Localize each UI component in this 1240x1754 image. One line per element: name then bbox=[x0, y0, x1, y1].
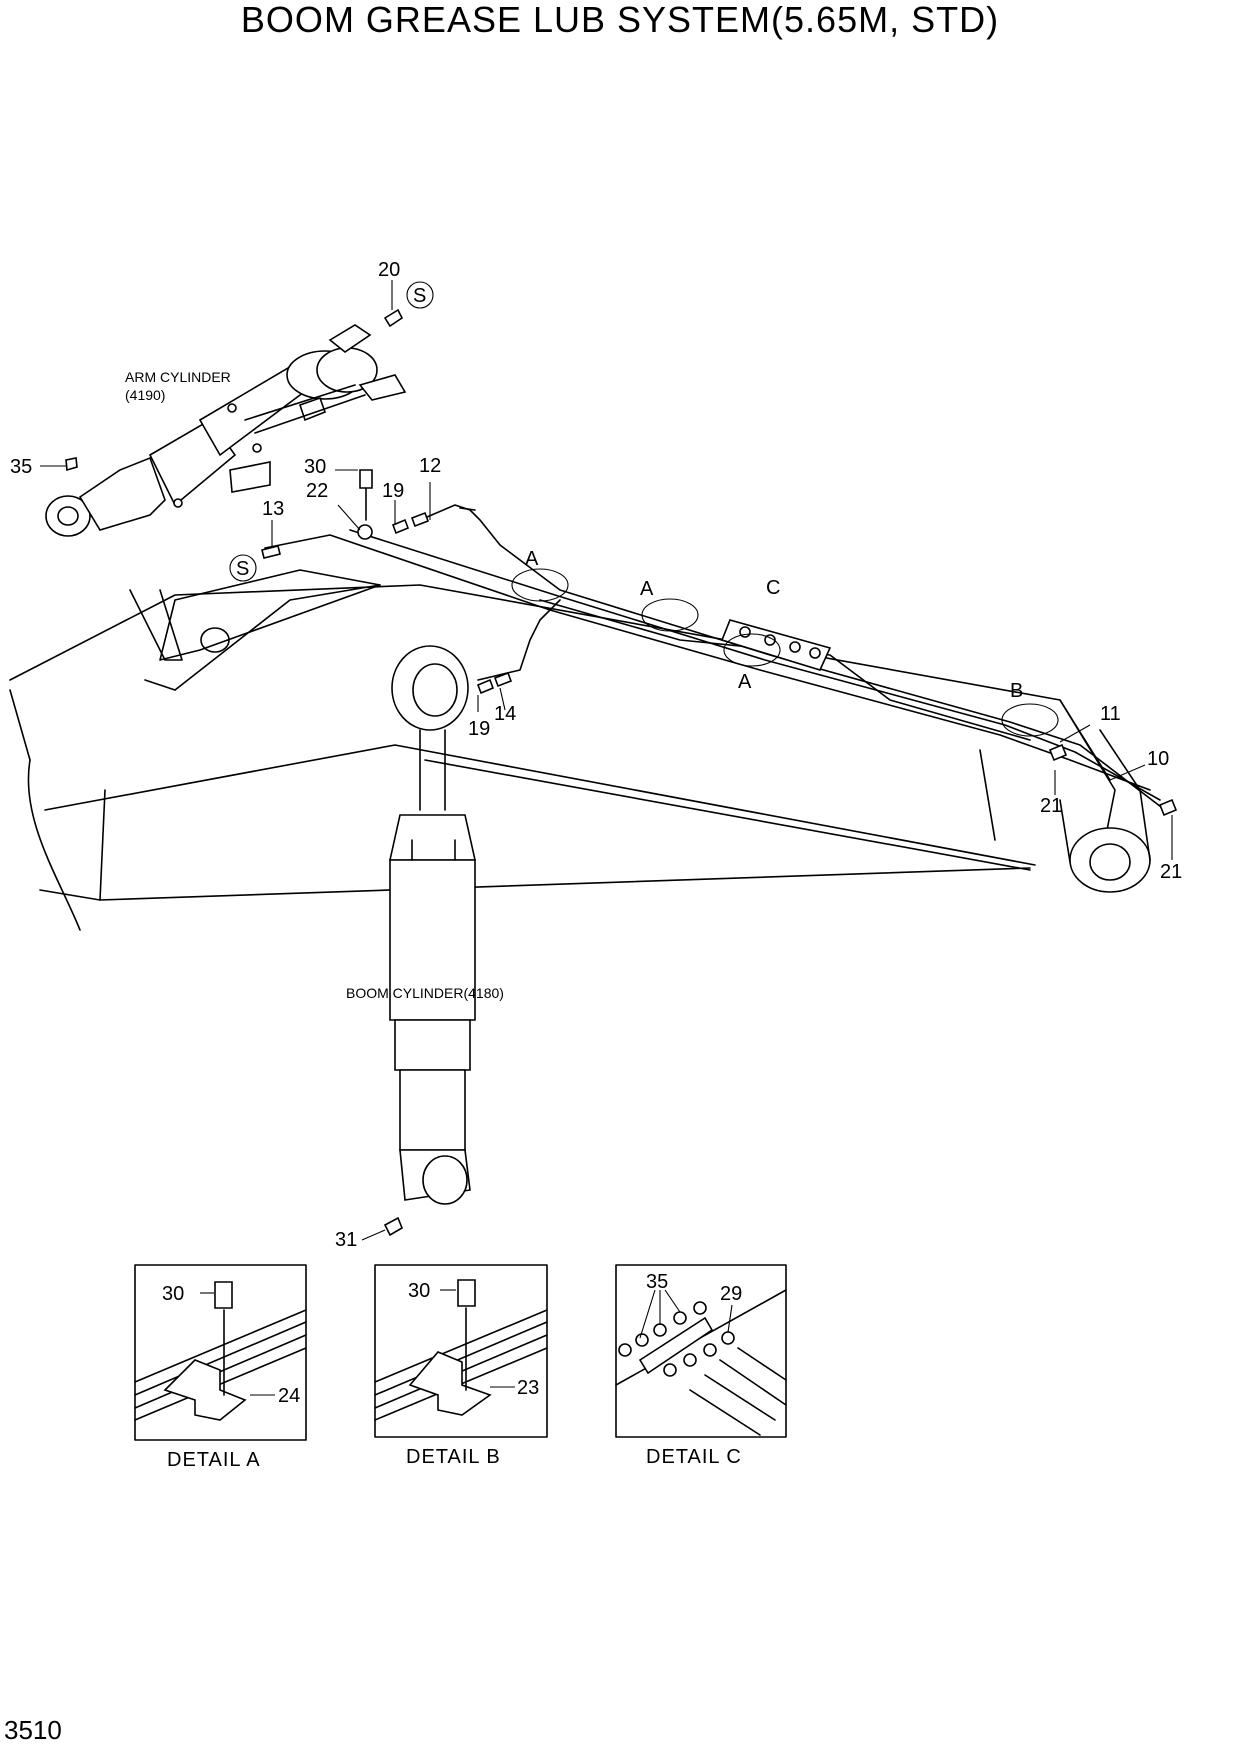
callout-11: 11 bbox=[1100, 703, 1121, 725]
view-marker-c: C bbox=[766, 577, 780, 599]
page-number: 3510 bbox=[4, 1715, 62, 1745]
boom-structure bbox=[9, 569, 1151, 931]
callout-21: 21 bbox=[1040, 795, 1062, 817]
arm-cylinder bbox=[45, 324, 407, 537]
callout-35: 35 bbox=[10, 456, 32, 478]
view-marker-a: A bbox=[525, 548, 539, 570]
detail-c-callout-29: 29 bbox=[720, 1283, 742, 1305]
view-marker-a: A bbox=[738, 671, 752, 693]
callout-14: 14 bbox=[494, 703, 516, 725]
detail-a-callout-24: 24 bbox=[278, 1385, 300, 1407]
callout-21: 21 bbox=[1160, 861, 1182, 883]
callout-19: 19 bbox=[468, 718, 490, 740]
s-symbol: S bbox=[413, 285, 426, 307]
view-marker-b: B bbox=[1010, 680, 1023, 702]
callout-19: 19 bbox=[382, 480, 404, 502]
fittings bbox=[65, 308, 1178, 1237]
detail-c-label: DETAIL C bbox=[646, 1446, 742, 1468]
callout-10: 10 bbox=[1147, 748, 1169, 770]
detail-a-label: DETAIL A bbox=[167, 1449, 261, 1471]
callout-12: 12 bbox=[419, 455, 441, 477]
detail-a-callout-30: 30 bbox=[162, 1283, 184, 1305]
boom-cylinder bbox=[389, 645, 476, 1205]
callout-30: 30 bbox=[304, 456, 326, 478]
detail-b-callout-30: 30 bbox=[408, 1280, 430, 1302]
detail-c-callout-35: 35 bbox=[646, 1271, 668, 1293]
page-title: BOOM GREASE LUB SYSTEM(5.65M, STD) bbox=[240, 0, 1000, 40]
detail-a bbox=[134, 1264, 307, 1441]
detail-c bbox=[615, 1264, 787, 1438]
callout-31: 31 bbox=[335, 1229, 357, 1251]
callout-13: 13 bbox=[262, 498, 284, 520]
grease-lines bbox=[264, 504, 1166, 811]
arm-cylinder-ref: (4190) bbox=[125, 387, 165, 403]
callout-20: 20 bbox=[378, 259, 400, 281]
callout-leaders bbox=[40, 280, 1173, 1241]
view-marker-circles bbox=[511, 568, 1059, 737]
s-symbol: S bbox=[236, 558, 249, 580]
boom-cylinder-label: BOOM CYLINDER(4180) bbox=[346, 985, 504, 1001]
detail-b-callout-23: 23 bbox=[517, 1377, 539, 1399]
grease-block bbox=[720, 619, 832, 671]
callout-22: 22 bbox=[306, 480, 328, 502]
arm-cylinder-label: ARM CYLINDER bbox=[125, 369, 231, 385]
detail-b bbox=[374, 1264, 548, 1438]
view-marker-a: A bbox=[640, 578, 654, 600]
detail-b-label: DETAIL B bbox=[406, 1446, 501, 1468]
